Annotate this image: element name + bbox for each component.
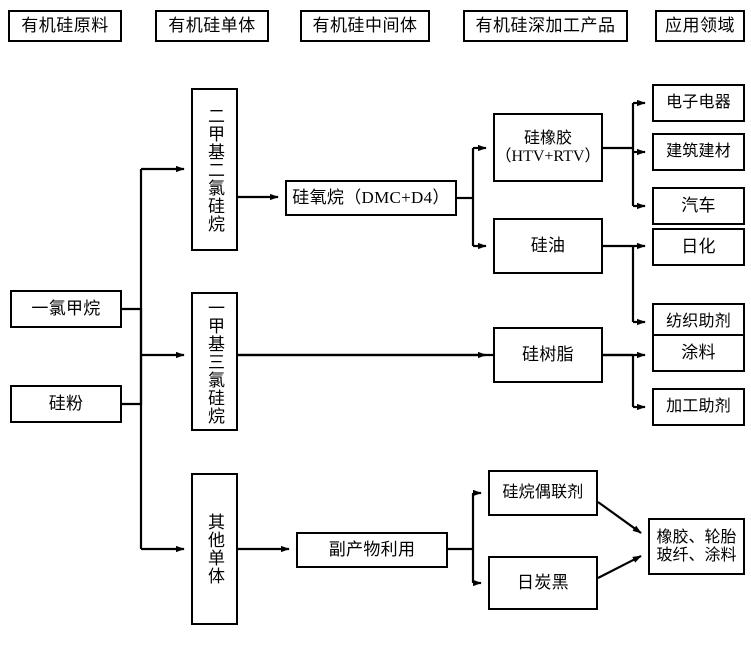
node-carbon-black-label: 日炭黑 — [517, 573, 569, 593]
node-siloxane-label: 硅氧烷（DMC+D4） — [292, 188, 450, 208]
node-carbon-black: 日炭黑 — [488, 556, 598, 610]
node-app-rubber-tire-label: 橡胶、轮胎 玻纤、涂料 — [656, 528, 737, 564]
node-byproduct-utilization-label: 副产物利用 — [328, 540, 416, 560]
node-silicon-powder: 硅粉 — [10, 385, 122, 423]
node-app-processing-auxiliary-label: 加工助剂 — [666, 397, 731, 415]
node-app-construction-label: 建筑建材 — [666, 142, 731, 160]
header-products-label: 有机硅深加工产品 — [475, 16, 616, 36]
node-byproduct-utilization: 副产物利用 — [296, 532, 448, 568]
header-raw-materials-label: 有机硅原料 — [21, 16, 109, 36]
node-dimethyldichlorosilane: 二甲基二氯硅烷 — [191, 88, 238, 251]
node-silane-coupling-agent-label: 硅烷偶联剂 — [502, 483, 584, 501]
node-app-daily-chemicals: 日化 — [652, 228, 745, 266]
node-methyltrichlorosilane: 一甲基三氯硅烷 — [191, 292, 238, 431]
header-applications-label: 应用领域 — [665, 16, 735, 36]
node-app-electronics: 电子电器 — [652, 84, 745, 122]
node-silicone-resin-label: 硅树脂 — [522, 345, 574, 365]
node-silane-coupling-agent: 硅烷偶联剂 — [488, 470, 598, 516]
header-intermediates-label: 有机硅中间体 — [312, 16, 418, 36]
node-app-construction: 建筑建材 — [652, 133, 745, 171]
node-silicone-resin: 硅树脂 — [493, 327, 603, 383]
node-other-monomers-label: 其他单体 — [205, 513, 224, 585]
node-app-processing-auxiliary: 加工助剂 — [652, 388, 745, 426]
node-app-textile-auxiliary-label: 纺织助剂 — [666, 312, 731, 330]
node-app-rubber-tire-glassfiber-coating: 橡胶、轮胎 玻纤、涂料 — [648, 518, 745, 575]
node-app-coatings: 涂料 — [652, 334, 745, 372]
header-monomers: 有机硅单体 — [155, 10, 269, 42]
node-silicon-powder-label: 硅粉 — [48, 394, 84, 414]
edge-mecl-bus — [122, 307, 143, 355]
header-intermediates: 有机硅中间体 — [300, 10, 430, 42]
node-methyltrichlorosilane-label: 一甲基三氯硅烷 — [205, 298, 224, 425]
header-application-fields: 应用领域 — [655, 10, 745, 42]
header-raw-materials: 有机硅原料 — [8, 10, 122, 42]
header-monomers-label: 有机硅单体 — [168, 16, 256, 36]
header-deep-processing-products: 有机硅深加工产品 — [463, 10, 628, 42]
node-silicone-oil: 硅油 — [493, 218, 603, 274]
node-methyl-chloride-label: 一氯甲烷 — [31, 299, 101, 319]
node-app-automotive: 汽车 — [652, 187, 745, 225]
node-dimethyldichlorosilane-label: 二甲基二氯硅烷 — [205, 106, 224, 233]
node-app-coatings-label: 涂料 — [681, 343, 716, 363]
node-methyl-chloride: 一氯甲烷 — [10, 290, 122, 328]
edge-si-bus — [122, 355, 143, 406]
node-siloxane: 硅氧烷（DMC+D4） — [285, 180, 457, 216]
node-app-electronics-label: 电子电器 — [666, 93, 731, 111]
node-silicone-oil-label: 硅油 — [530, 236, 566, 256]
node-silicone-rubber: 硅橡胶 （HTV+RTV） — [493, 113, 603, 182]
edge-carbon-rubbertire — [597, 555, 642, 579]
node-other-monomers: 其他单体 — [191, 473, 238, 625]
node-app-automotive-label: 汽车 — [681, 196, 716, 216]
edge-coupling-rubbertire — [597, 501, 642, 534]
node-app-daily-chemicals-label: 日化 — [681, 237, 716, 257]
node-silicone-rubber-label: 硅橡胶 （HTV+RTV） — [495, 129, 601, 165]
